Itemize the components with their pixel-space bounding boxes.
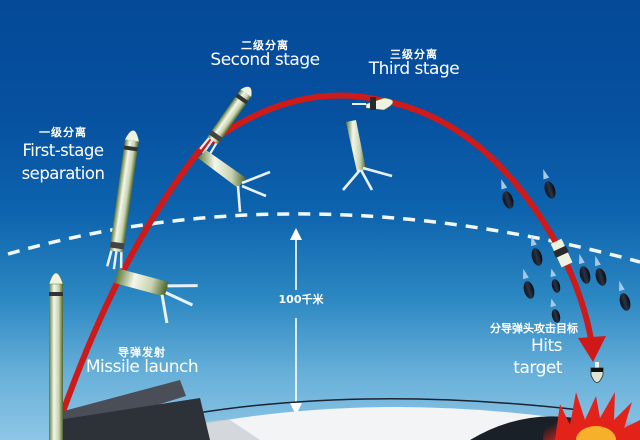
launch-cn: 导弹发射 [118, 346, 166, 359]
third-stage-en: Third stage [368, 58, 460, 79]
third-stage-warhead-bus [352, 97, 394, 111]
trajectory-arrowhead [578, 336, 606, 362]
second-stage-cn: 二级分离 [241, 39, 289, 52]
launch-en: Missile launch [85, 356, 199, 377]
third-stage-label: 三级分离 Third stage [358, 49, 470, 78]
atmosphere-boundary [7, 212, 640, 264]
first-stage-en-1: First-stage [22, 140, 104, 160]
hits-target-cn: 分导弹头攻击目标 [490, 322, 578, 335]
third-stage-cn: 三级分离 [390, 48, 438, 61]
first-stage-en-2: separation [21, 163, 105, 183]
second-stage-rocket [199, 86, 252, 156]
first-stage-rocket [106, 130, 139, 270]
hits-target-en-1: Hits [530, 335, 563, 356]
spent-second-stage [198, 150, 271, 213]
first-stage-cn: 一级分离 [39, 126, 87, 139]
missile-launch-label: 导弹发射 Missile launch [72, 347, 212, 376]
spent-third-stage [342, 120, 393, 191]
launch-vehicle [58, 380, 210, 440]
second-stage-label: 二级分离 Second stage [200, 40, 330, 69]
spent-first-stage [114, 268, 198, 324]
post-boost-vehicle [550, 238, 573, 268]
final-warhead [590, 362, 604, 383]
first-stage-separation-label: 一级分离 First-stage separation [8, 127, 118, 185]
hits-target-en-2: target [513, 357, 562, 378]
second-stage-en: Second stage [210, 49, 320, 70]
altitude-arrow [290, 228, 302, 415]
explosion [543, 392, 640, 440]
warheads [501, 169, 631, 323]
hits-target-label: 分导弹头攻击目标 Hits target [420, 323, 578, 379]
launch-missile [48, 272, 64, 440]
altitude-label: 100千米 [278, 293, 324, 306]
